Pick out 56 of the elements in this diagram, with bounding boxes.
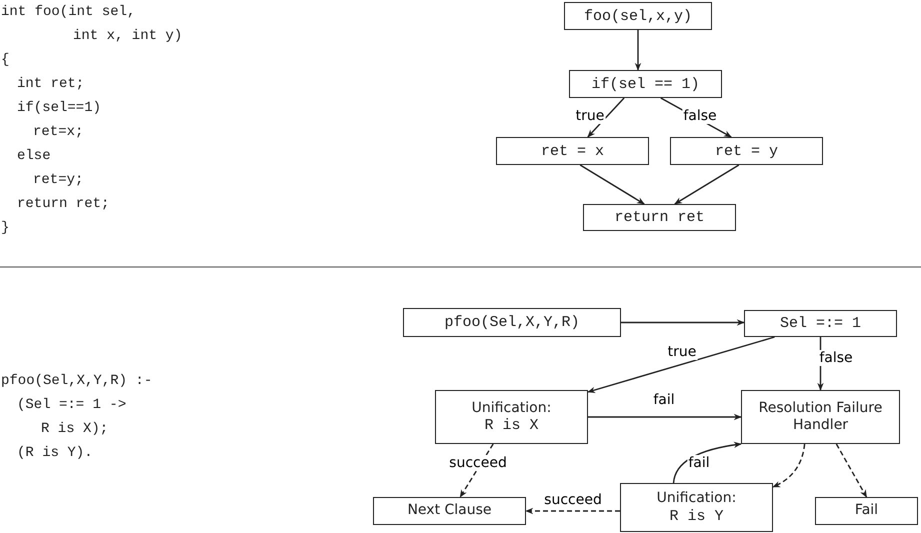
code-line: }: [1, 219, 10, 237]
code-text: R is Y: [669, 508, 724, 525]
node-text: Unification:: [472, 400, 552, 418]
code-text: ret = x: [540, 142, 604, 160]
code-line: int ret;: [17, 75, 84, 93]
code-line: if(sel==1): [17, 99, 102, 117]
edge-label: true: [666, 344, 698, 360]
arrow: [634, 30, 642, 71]
process-box: [620, 483, 773, 532]
node-text: Fail: [854, 502, 878, 520]
arrow: [580, 164, 645, 205]
code-line: ret=y;: [33, 171, 84, 189]
code-text: pfoo(Sel,X,Y,R): [444, 314, 580, 331]
code-line: R is X);: [41, 420, 108, 438]
node-text: Resolution Failure Handler: [758, 400, 884, 434]
node-text: Unification:: [656, 490, 736, 508]
code-text: foo(sel,x,y): [584, 8, 692, 24]
arrow: [587, 336, 775, 394]
code-line: return ret;: [17, 195, 110, 213]
process-box: [435, 390, 588, 444]
code-line: (Sel =:= 1 ->: [17, 396, 126, 414]
process-box: [815, 497, 918, 525]
code-text: return ret: [614, 209, 704, 226]
code-line: int x, int y): [73, 27, 182, 45]
arrow: [588, 414, 742, 420]
code-text: ret = y: [714, 142, 778, 160]
process-box: [496, 137, 649, 165]
edge-label: false: [818, 350, 854, 366]
code-line: ret=x;: [33, 123, 84, 141]
process-box: [569, 70, 722, 98]
arrow: [674, 164, 740, 205]
process-box: [583, 204, 736, 231]
process-box: [744, 310, 897, 337]
dashed-arrow: [525, 508, 620, 514]
arrow: [621, 319, 745, 326]
code-text: R is X: [484, 417, 538, 434]
arrow: [587, 98, 625, 138]
process-box: [373, 497, 526, 525]
process-box: [670, 137, 823, 165]
edge-label: false: [682, 108, 718, 124]
edge-label: true: [574, 108, 606, 124]
code-text: Sel =:= 1: [780, 315, 861, 332]
code-line: {: [1, 51, 10, 69]
code-line: int foo(int sel,: [1, 3, 136, 21]
dashed-arrow: [772, 444, 806, 488]
code-line: else: [17, 147, 51, 165]
dashed-arrow: [836, 444, 868, 498]
code-line: (R is Y).: [17, 444, 93, 462]
code-line: pfoo(Sel,X,Y,R) :-: [1, 372, 152, 390]
edge-label: succeed: [448, 455, 508, 471]
arrow: [672, 442, 742, 484]
code-text: if(sel == 1): [591, 76, 700, 92]
process-box: [564, 2, 712, 30]
process-box: [741, 390, 900, 444]
process-box: [403, 308, 621, 337]
node-text: Next Clause: [407, 502, 492, 520]
